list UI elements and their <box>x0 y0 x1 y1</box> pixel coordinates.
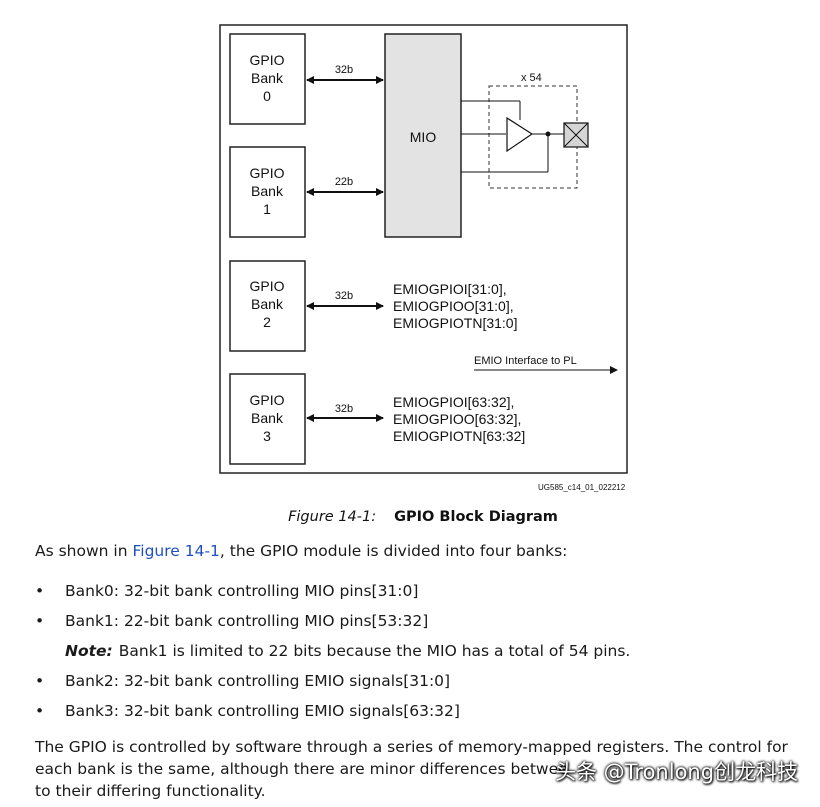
bullet-dot: • <box>35 702 45 720</box>
bullet-text: Bank0: 32-bit bank controlling MIO pins[… <box>65 582 419 600</box>
bank-0-line2: Bank <box>251 70 284 86</box>
emio-interface-label: EMIO Interface to PL <box>474 355 577 367</box>
bank-0-width-label: 32b <box>335 64 353 76</box>
bullet-dot: • <box>35 582 45 600</box>
bullet-text: Bank3: 32-bit bank controlling EMIO sign… <box>65 702 460 720</box>
output-buffer-icon <box>506 116 534 153</box>
bank-2-line2: Bank <box>251 296 284 312</box>
bank-3-signal-in: EMIOGPIOI[63:32], <box>393 394 514 410</box>
bullet-dot: • <box>35 612 45 630</box>
bank-1-line3: 1 <box>263 201 271 217</box>
bank-2-box <box>229 260 306 352</box>
bank-2-signal-in: EMIOGPIOI[31:0], <box>393 281 507 297</box>
bullet-dot: • <box>35 672 45 690</box>
bank-3-line3: 3 <box>263 428 271 444</box>
bank-1-width-label: 22b <box>335 176 353 188</box>
bank-0-box <box>229 33 306 125</box>
bank-2-signal-tn: EMIOGPIOTN[31:0] <box>393 315 517 331</box>
figure-doc-id: UG585_c14_01_022212 <box>538 483 626 492</box>
bank-2-line3: 2 <box>263 314 271 330</box>
repeat-count-label: x 54 <box>521 72 542 84</box>
bank-3-line2: Bank <box>251 410 284 426</box>
intro-text-after: , the GPIO module is divided into four b… <box>219 542 568 560</box>
pin-pad-icon <box>563 122 589 148</box>
closing-line-2: each bank is the same, although there ar… <box>35 760 568 778</box>
bank-2-line1: GPIO <box>249 278 284 294</box>
bank-0-line1: GPIO <box>249 52 284 68</box>
closing-line-1: The GPIO is controlled by software throu… <box>35 738 788 756</box>
bank-3-width-label: 32b <box>335 403 353 415</box>
gpio-block-diagram: GPIO Bank 0 GPIO Bank 1 GPIO Bank 2 GPIO… <box>219 24 628 492</box>
figure-caption: Figure 14-1: GPIO Block Diagram <box>0 509 820 525</box>
note-text: Bank1 is limited to 22 bits because the … <box>118 642 631 660</box>
bank-3-line1: GPIO <box>249 392 284 408</box>
note-label: Note: <box>65 642 113 660</box>
mio-label: MIO <box>410 129 437 145</box>
figure-number: Figure 14-1: <box>288 509 377 525</box>
mio-block <box>384 33 462 238</box>
bank-3-box <box>229 373 306 465</box>
bank-3-signal-tn: EMIOGPIOTN[63:32] <box>393 428 525 444</box>
watermark: 头条 @Tronlong创龙科技 <box>555 756 798 786</box>
intro-text-before: As shown in <box>35 542 133 560</box>
figure-title: GPIO Block Diagram <box>394 509 558 525</box>
figure-link[interactable]: Figure 14-1 <box>132 542 220 560</box>
bank-0-line3: 0 <box>263 88 271 104</box>
bank-3-signal-out: EMIOGPIOO[63:32], <box>393 411 521 427</box>
closing-line-3: to their differing functionality. <box>35 782 266 800</box>
bank-2-signal-out: EMIOGPIOO[31:0], <box>393 298 514 314</box>
bullet-text: Bank2: 32-bit bank controlling EMIO sign… <box>65 672 451 690</box>
bank-1-line1: GPIO <box>249 165 284 181</box>
bank-1-box <box>229 146 306 238</box>
intro-paragraph: As shown in Figure 14-1, the GPIO module… <box>35 540 567 562</box>
watermark-text: 头条 @Tronlong创龙科技 <box>555 760 799 784</box>
bank-2-width-label: 32b <box>335 290 353 302</box>
bullet-text: Bank1: 22-bit bank controlling MIO pins[… <box>65 612 429 630</box>
pin-repeat-region <box>488 85 578 189</box>
bank-1-line2: Bank <box>251 183 284 199</box>
note: Note: Bank1 is limited to 22 bits because… <box>65 640 630 662</box>
